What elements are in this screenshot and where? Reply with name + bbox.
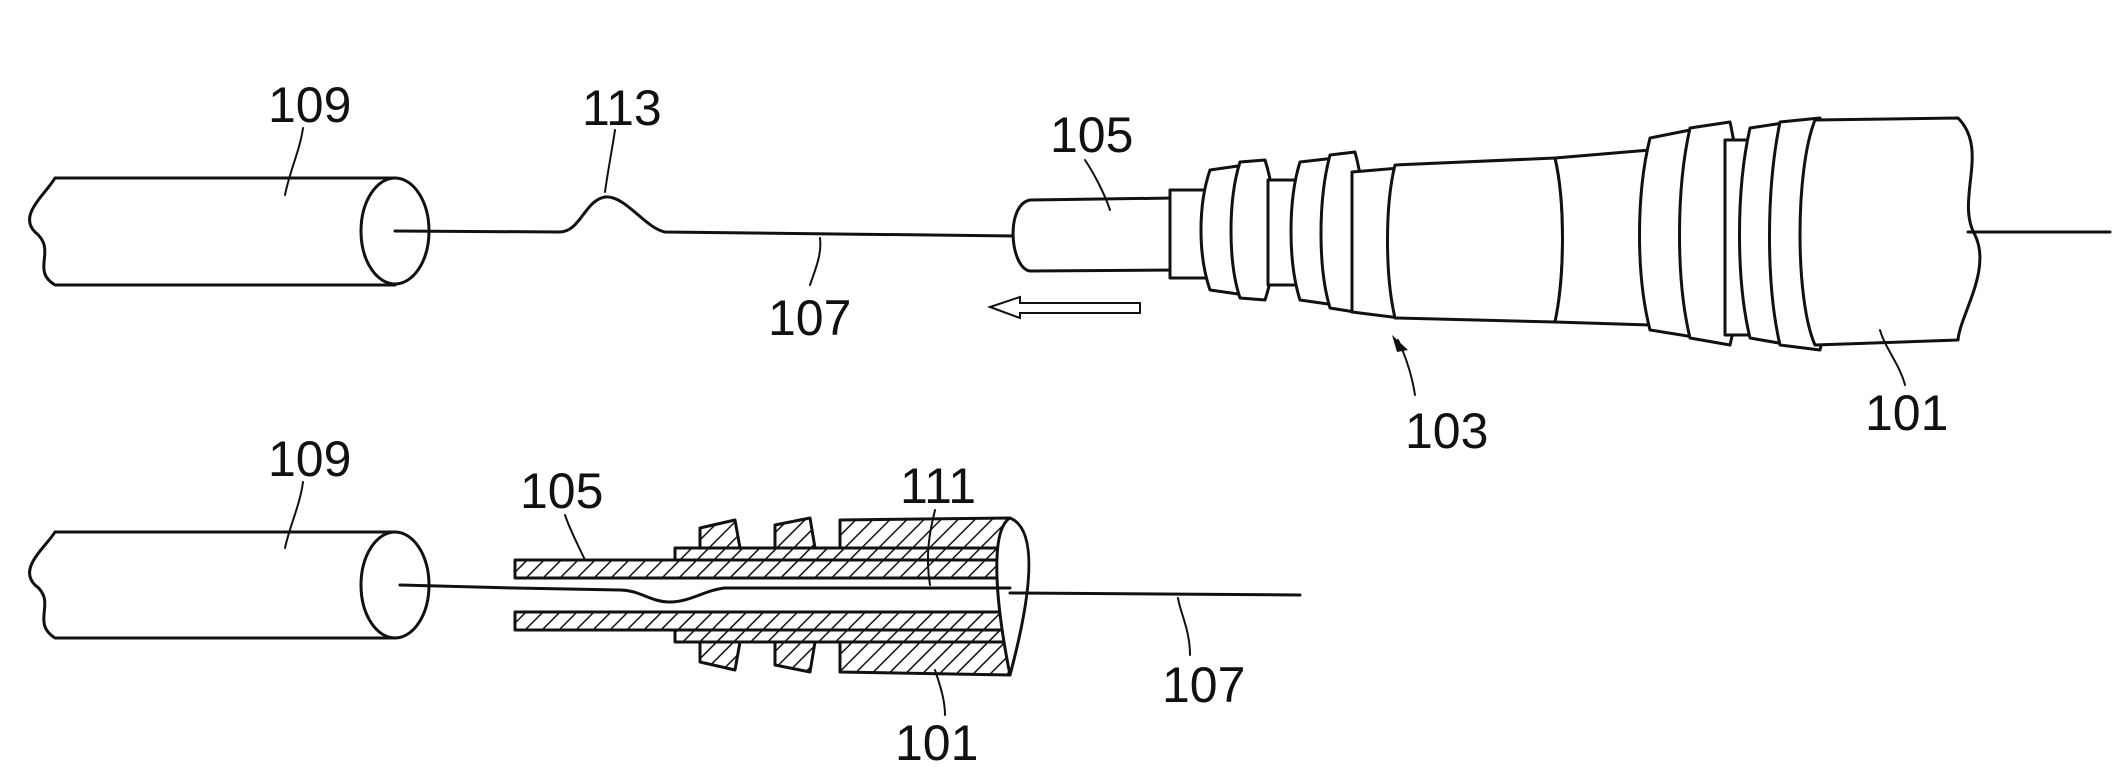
label-109-top: 109 bbox=[268, 77, 351, 133]
cylinder-109-bottom bbox=[30, 532, 429, 638]
arrowhead-icon bbox=[1392, 335, 1408, 352]
top-view: 109 113 105 107 103 101 bbox=[30, 77, 2110, 459]
label-105-bottom: 105 bbox=[520, 463, 603, 519]
label-107-bottom: 107 bbox=[1162, 657, 1245, 713]
label-101-top: 101 bbox=[1865, 385, 1948, 441]
sectioned-connector bbox=[515, 518, 1029, 675]
bottom-view: 109 105 111 107 101 bbox=[30, 431, 1300, 769]
label-111: 111 bbox=[900, 458, 976, 514]
leader-107-top bbox=[810, 238, 820, 285]
label-105-top: 105 bbox=[1050, 107, 1133, 163]
connector-103-top bbox=[1170, 118, 1980, 350]
tube-105-top bbox=[1013, 198, 1175, 271]
leader-101-bottom bbox=[935, 670, 945, 715]
wire-107-top bbox=[395, 197, 1015, 236]
label-103: 103 bbox=[1405, 403, 1488, 459]
leader-113 bbox=[605, 130, 615, 192]
cylinder-109-top bbox=[30, 178, 429, 285]
wire-107-bottom bbox=[1010, 593, 1300, 595]
leader-105-bottom bbox=[565, 515, 585, 560]
label-109-bottom: 109 bbox=[268, 431, 351, 487]
label-113: 113 bbox=[582, 80, 662, 136]
label-101-bottom: 101 bbox=[895, 715, 978, 769]
arrow-left-icon bbox=[990, 297, 1140, 318]
leader-107-bottom bbox=[1178, 598, 1190, 655]
label-107-top: 107 bbox=[768, 290, 851, 346]
